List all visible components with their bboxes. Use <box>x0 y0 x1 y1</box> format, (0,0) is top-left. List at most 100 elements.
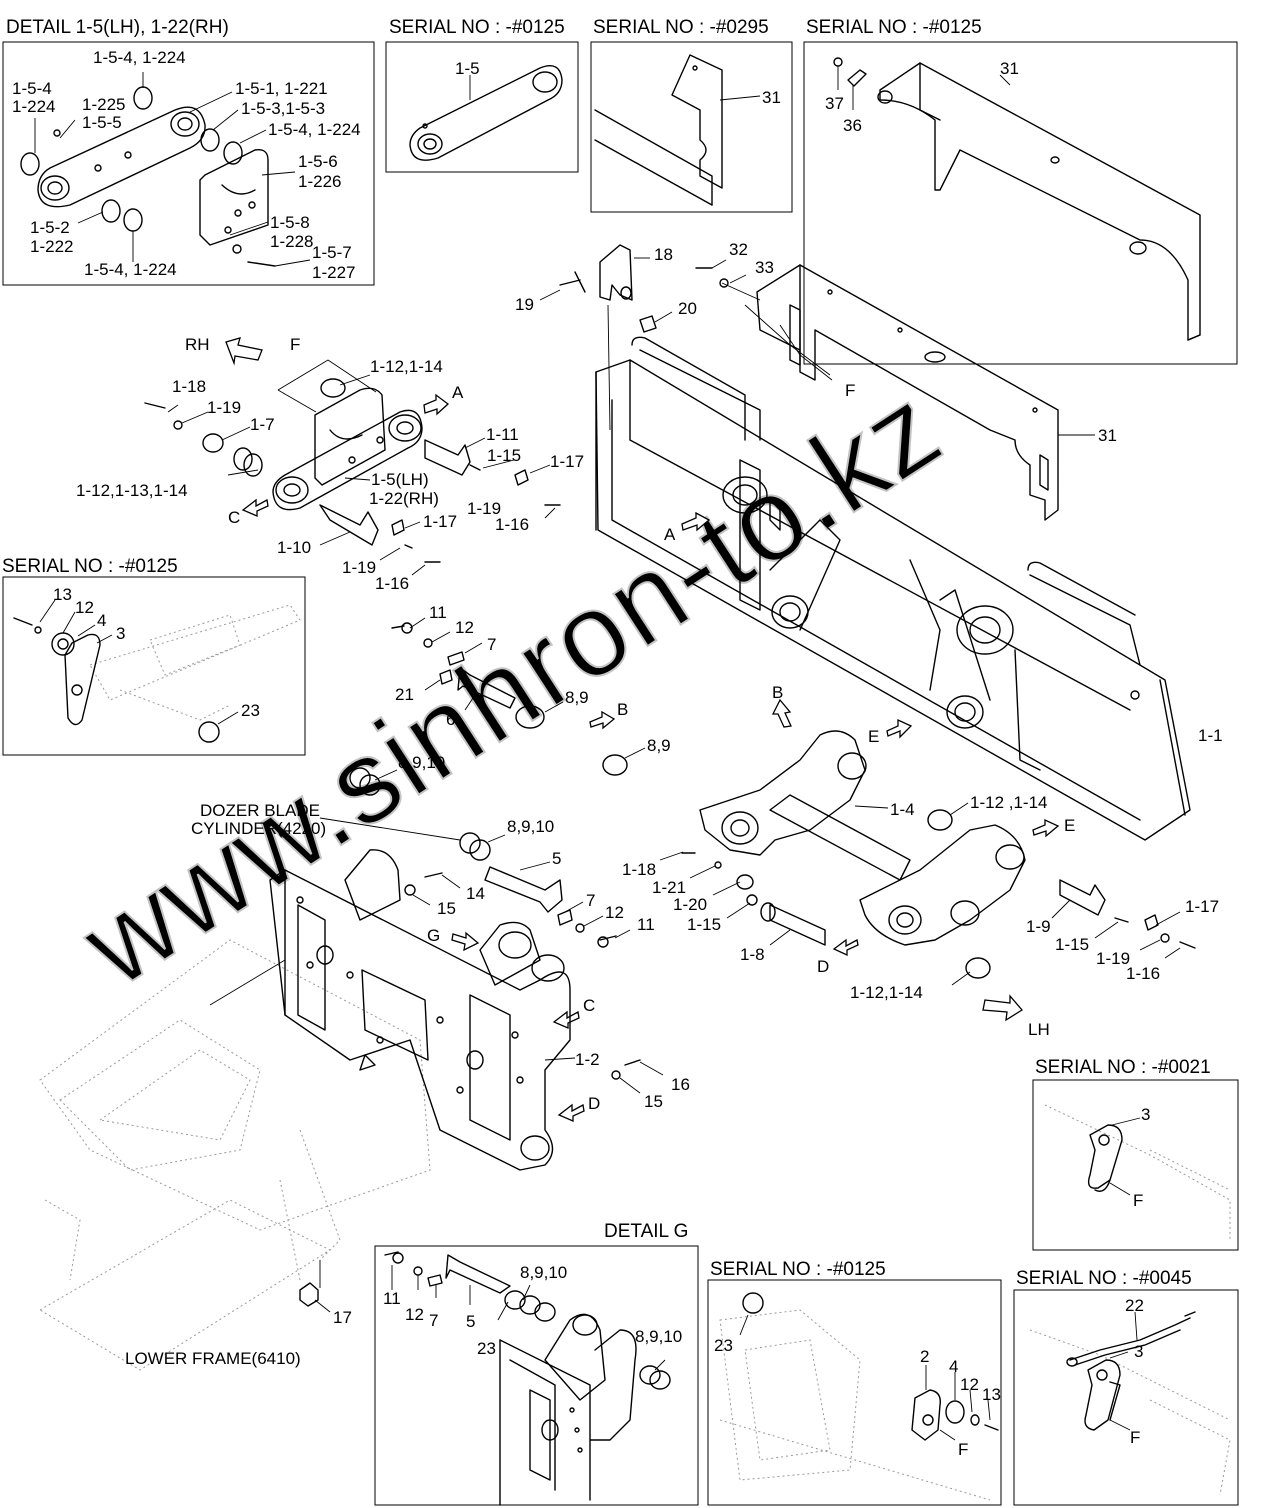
label-p-8910a: 8,9,10 <box>398 753 445 772</box>
detail-15-drawing <box>20 86 276 267</box>
label-r-117b: 1-17 <box>423 512 457 531</box>
label-l-118: 1-18 <box>622 860 656 879</box>
label-r-122rh: 1-22(RH) <box>369 489 439 508</box>
label-p-11: 11 <box>429 603 447 622</box>
label-m-19: 19 <box>515 295 534 314</box>
label-r-116a: 1-16 <box>495 515 529 534</box>
label-r-116b: 1-16 <box>375 574 409 593</box>
label-d-155: 1-5-5 <box>82 113 122 132</box>
label-r-118: 1-18 <box>172 377 206 396</box>
label-d-153: 1-5-3,1-5-3 <box>241 99 325 118</box>
serial-0125-c-drawing <box>13 599 301 743</box>
label-p-G: G <box>427 926 440 945</box>
label-m-18: 18 <box>654 245 673 264</box>
serial-0125-d-drawing <box>719 1292 999 1501</box>
label-s45-22: 22 <box>1125 1296 1144 1315</box>
detail-15-frame <box>2 41 375 286</box>
label-m-F-top: F <box>845 381 855 400</box>
label-r-117a: 1-17 <box>550 452 584 471</box>
label-c-13: 13 <box>53 585 72 604</box>
label-p-16: 16 <box>671 1075 690 1094</box>
serial-0125-d-frame <box>707 1279 1002 1506</box>
label-r-119c: 1-19 <box>342 558 376 577</box>
label-r-15lh: 1-5(LH) <box>371 470 429 489</box>
serial-0125-c-header: SERIAL NO : -#0125 <box>2 556 178 577</box>
center-pins-drawing <box>319 617 646 948</box>
label-g-11: 11 <box>383 1289 401 1308</box>
label-p-5: 5 <box>552 849 561 868</box>
label-p-17: 17 <box>333 1308 352 1327</box>
detail-g-drawing <box>384 1251 671 1506</box>
direction-arrows <box>225 337 1060 1122</box>
label-d-158: 1-5-8 <box>270 213 310 232</box>
serial-0295-drawing <box>594 54 761 206</box>
label-p-12b: 12 <box>605 903 624 922</box>
serial-0045-drawing <box>1029 1311 1231 1496</box>
detail-15-header: DETAIL 1-5(LH), 1-22(RH) <box>6 17 229 38</box>
label-d-1222: 1-222 <box>30 237 73 256</box>
label-s4-12: 12 <box>960 1375 979 1394</box>
label-r-C: C <box>228 508 240 527</box>
label-l-120: 1-20 <box>673 895 707 914</box>
label-r-119b: 1-19 <box>467 499 501 518</box>
serial-0125-a-drawing <box>409 65 563 161</box>
plate-31-drawing <box>721 264 1095 521</box>
lower-frame-ghost <box>39 939 431 1371</box>
label-l-116: 1-16 <box>1126 964 1160 983</box>
serial-0125-c-frame <box>2 576 306 756</box>
label-m-32: 32 <box>729 240 748 259</box>
label-p-12: 12 <box>455 618 474 637</box>
label-r-112b: 1-12,1-13,1-14 <box>76 481 188 500</box>
serial-0125-b-drawing <box>833 57 1201 341</box>
label-r-111: 1-11 <box>486 425 519 444</box>
label-l-D: D <box>817 957 829 976</box>
label-g-8910a: 8,9,10 <box>520 1263 567 1282</box>
label-p-12-plate: 1-2 <box>575 1050 600 1069</box>
serial-0045-frame <box>1013 1289 1239 1506</box>
label-d-1228: 1-228 <box>270 232 313 251</box>
label-c-12: 12 <box>75 598 94 617</box>
label-d-1226: 1-226 <box>298 172 341 191</box>
label-m-20: 20 <box>678 299 697 318</box>
serial-0021-drawing <box>1044 1104 1231 1240</box>
label-s21-3: 3 <box>1141 1105 1150 1124</box>
label-d-1541: 1-5-4 <box>12 79 52 98</box>
label-d-1224: 1-224 <box>12 97 55 116</box>
label-l-117: 1-17 <box>1185 897 1219 916</box>
serial-0295-header: SERIAL NO : -#0295 <box>593 17 769 38</box>
frame-1-1-drawing <box>595 336 1191 841</box>
label-p-15b: 15 <box>644 1092 663 1111</box>
label-s3-36: 36 <box>843 116 862 135</box>
detail-g-frame <box>374 1245 699 1506</box>
label-c-23: 23 <box>241 701 260 720</box>
detail-15-leaders <box>34 72 311 267</box>
serial-0125-a-header: SERIAL NO : -#0125 <box>389 17 565 38</box>
serial-0125-d-header: SERIAL NO : -#0125 <box>710 1259 886 1280</box>
label-rh: RH <box>185 335 210 354</box>
label-p-6: 6 <box>446 710 455 729</box>
label-m-E-frame: E <box>868 727 879 746</box>
label-m-11: 1-1 <box>1198 726 1223 745</box>
serial-0045-header: SERIAL NO : -#0045 <box>1016 1268 1192 1289</box>
label-l-112b: 1-12,1-14 <box>850 983 923 1002</box>
small-parts-top <box>539 244 747 431</box>
plate-1-2-drawing <box>209 849 664 1313</box>
label-c-4: 4 <box>97 611 106 630</box>
label-s4-4: 4 <box>949 1357 958 1376</box>
label-m-B-frame: B <box>772 683 783 702</box>
label-p-D: D <box>588 1094 600 1113</box>
label-g-23: 23 <box>477 1339 496 1358</box>
label-r-115: 1-15 <box>487 446 521 465</box>
label-s3-37: 37 <box>825 94 844 113</box>
label-p-15a: 15 <box>437 899 456 918</box>
label-s21-F: F <box>1133 1191 1143 1210</box>
label-l-121: 1-21 <box>652 878 686 897</box>
label-d-156: 1-5-6 <box>298 152 338 171</box>
label-d-154-top: 1-5-4, 1-224 <box>93 48 186 67</box>
label-l-18: 1-8 <box>740 945 765 964</box>
label-g-5: 5 <box>466 1312 475 1331</box>
label-s4-13: 13 <box>982 1385 1001 1404</box>
label-m-31: 31 <box>1098 426 1117 445</box>
label-p-7b: 7 <box>586 891 595 910</box>
